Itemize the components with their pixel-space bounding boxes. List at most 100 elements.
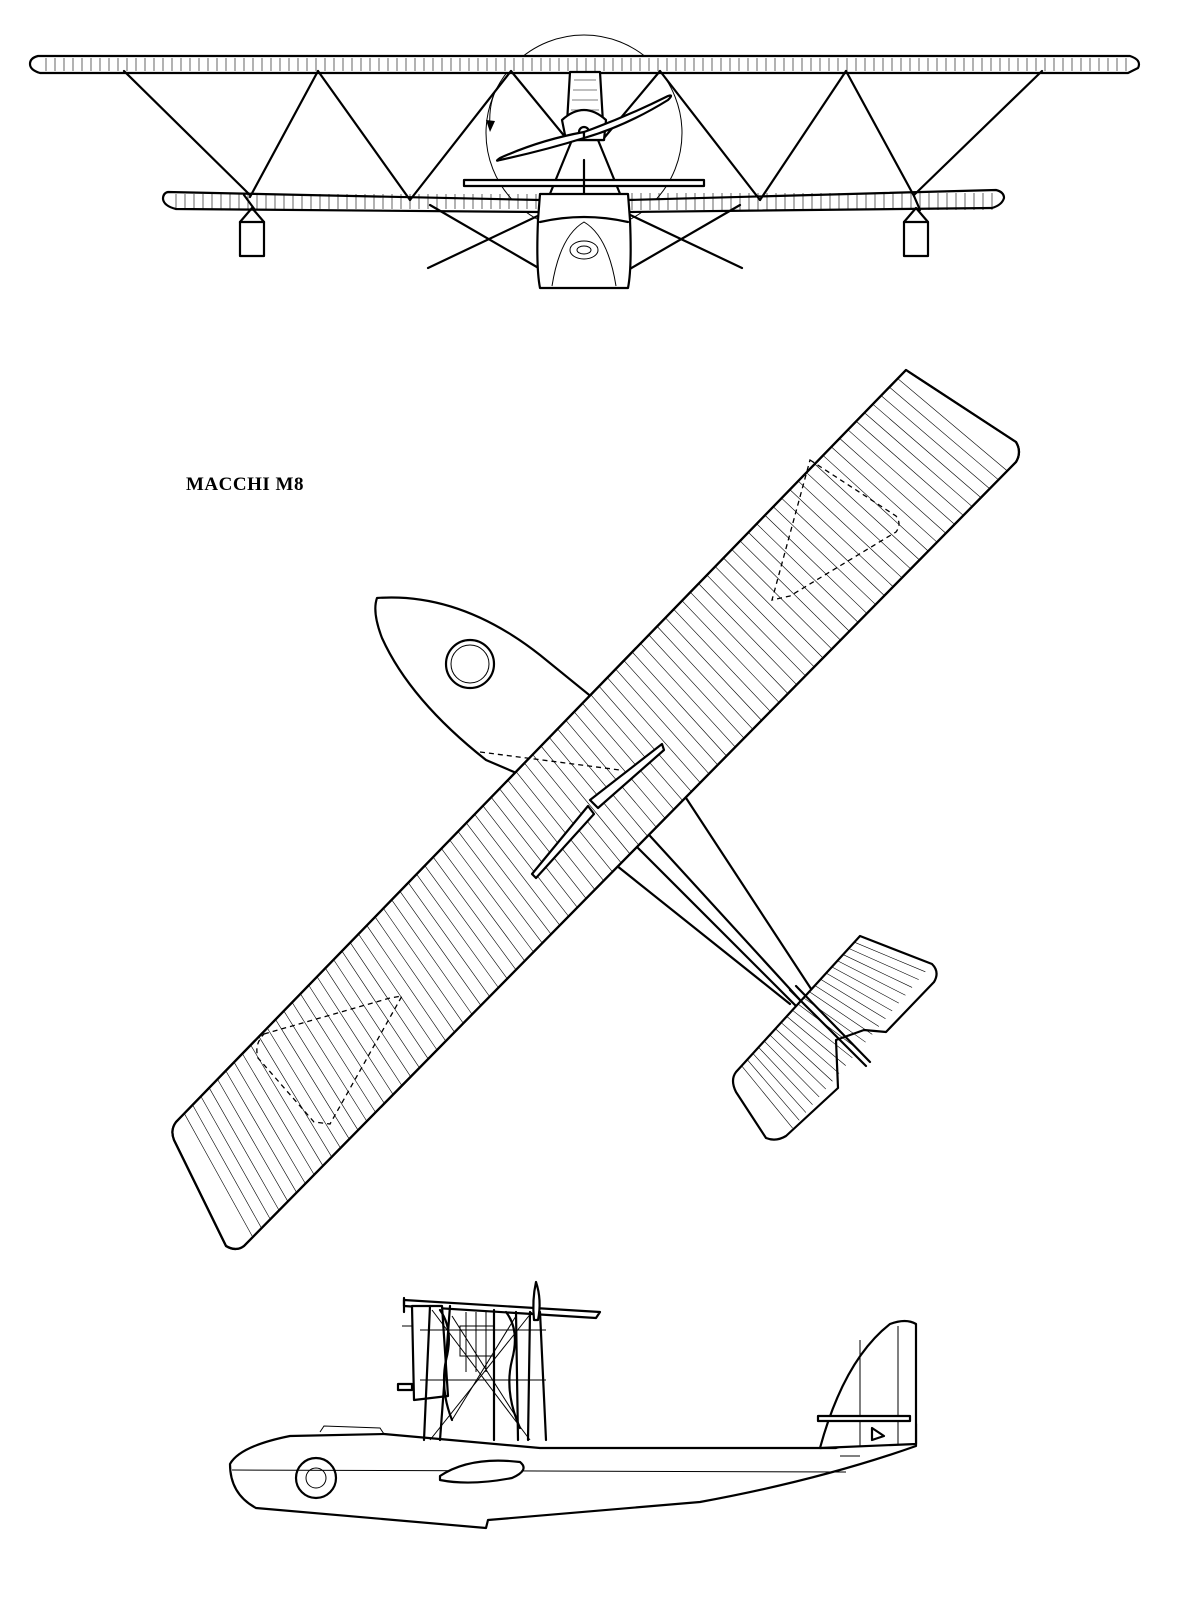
rib-line <box>582 703 675 810</box>
front-view <box>28 34 1141 290</box>
rib-line <box>200 1096 271 1220</box>
lower-wing-side <box>438 1459 525 1484</box>
top-view <box>171 368 1021 1251</box>
rib-line <box>792 1009 853 1059</box>
rib-line <box>499 788 587 899</box>
rib-line <box>748 532 850 632</box>
rib-line <box>192 1104 262 1229</box>
rib-line <box>607 677 701 783</box>
rib-line <box>741 1065 793 1129</box>
rib-line <box>837 960 906 996</box>
rib-line <box>233 1062 306 1184</box>
rib-line <box>507 779 596 890</box>
aircraft-title: MACCHI M8 <box>186 474 304 495</box>
roundel <box>294 1456 338 1500</box>
rib-line <box>432 856 517 970</box>
rib-line <box>781 497 885 596</box>
rib-line <box>441 848 525 962</box>
rib-line <box>565 720 657 828</box>
rib-line <box>416 874 499 988</box>
rib-line <box>714 566 815 668</box>
rib-line <box>184 1113 254 1238</box>
lower-wing-ribs <box>175 193 993 210</box>
upper-wing <box>28 54 1141 75</box>
rib-line <box>490 797 578 908</box>
rib-line <box>316 976 394 1095</box>
rib-line <box>598 685 692 792</box>
rib-line <box>208 1087 280 1211</box>
main-wing-ribs <box>184 378 1008 1238</box>
rib-line <box>880 395 990 489</box>
propeller-side <box>532 1280 541 1322</box>
rib-line <box>839 438 947 534</box>
rib-line <box>681 600 780 703</box>
rib-line <box>698 583 797 685</box>
rib-line <box>524 762 613 873</box>
rib-line <box>789 489 894 587</box>
cabane-struts <box>426 69 744 272</box>
rib-line <box>864 412 973 507</box>
rib-line <box>242 1053 315 1175</box>
rib-line <box>449 839 534 953</box>
rib-line <box>856 421 964 516</box>
rib-line <box>250 1044 324 1166</box>
rib-line <box>557 728 648 837</box>
rib-line <box>573 711 666 819</box>
rib-line <box>482 805 569 917</box>
rib-line <box>842 954 913 988</box>
wing-float-right <box>902 220 930 258</box>
side-view <box>228 1280 918 1530</box>
hull-side <box>228 1422 918 1530</box>
rib-line <box>349 942 429 1060</box>
rib-line <box>831 446 938 543</box>
rib-line <box>831 966 899 1004</box>
rib-line <box>515 771 604 881</box>
rib-line <box>640 643 736 748</box>
hull-top <box>374 596 840 1042</box>
lower-wing <box>161 190 542 214</box>
rib-line <box>408 882 490 997</box>
rib-line <box>775 1028 833 1082</box>
rib-line <box>854 941 926 973</box>
rib-line <box>872 403 982 498</box>
rib-line <box>225 1070 297 1193</box>
aileron-right <box>771 458 900 601</box>
rib-line <box>424 865 508 979</box>
rib-line <box>341 950 420 1068</box>
rib-line <box>847 429 955 525</box>
rib-line <box>549 737 640 846</box>
rib-line <box>648 634 745 739</box>
rib-line <box>615 668 710 775</box>
rib-line <box>540 745 631 855</box>
wing-float-left <box>238 220 266 258</box>
rib-line <box>275 1019 350 1140</box>
rib-line <box>358 933 438 1051</box>
rotation-arrowhead <box>486 120 495 132</box>
rib-line <box>747 1059 800 1121</box>
cockpit-ring <box>444 638 496 690</box>
rib-line <box>806 472 911 570</box>
rib-line <box>809 991 873 1035</box>
upper-wing-ribs <box>45 58 1127 71</box>
rib-line <box>217 1079 289 1202</box>
propeller-blade-left <box>495 130 586 162</box>
rib-line <box>763 1040 820 1098</box>
tailplane-top <box>731 934 938 1141</box>
rib-line <box>466 822 552 935</box>
rib-line <box>665 617 762 721</box>
rib-line <box>758 1047 813 1105</box>
propeller-blade-right <box>582 94 673 140</box>
rib-line <box>325 968 403 1086</box>
rib-line <box>673 609 771 712</box>
rib-line <box>690 591 789 694</box>
rib-line <box>820 979 886 1019</box>
tailplane-side <box>816 1414 912 1423</box>
rib-line <box>797 480 903 579</box>
rib-line <box>258 1036 332 1158</box>
rib-line <box>366 925 447 1042</box>
lower-wing-right <box>626 188 1006 214</box>
rib-line <box>374 916 455 1033</box>
rib-line <box>786 1016 846 1066</box>
rib-line <box>814 463 920 561</box>
rib-line <box>656 626 754 730</box>
